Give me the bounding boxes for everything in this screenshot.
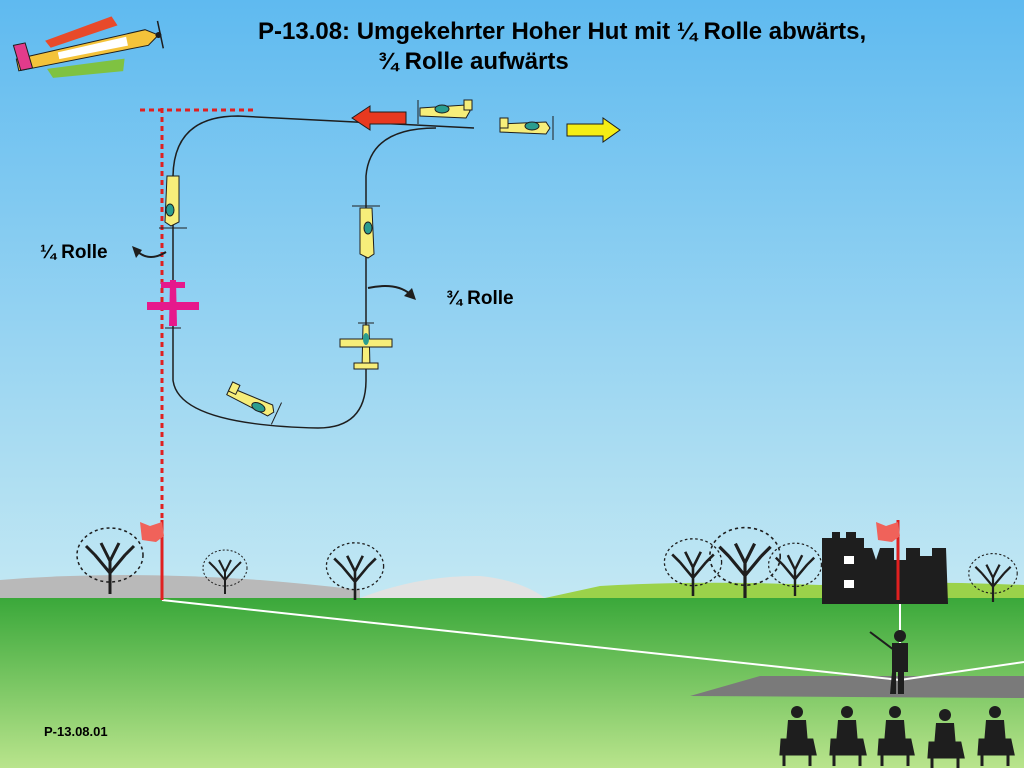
plane-magenta-icon [147,280,199,329]
logo-plane-icon [12,16,165,78]
flag-icon [140,520,164,600]
figure-code: P-13.08.01 [44,724,108,739]
plane-yellow-icon [226,381,282,425]
page-title-line-2: ¾ Rolle aufwärts [378,48,569,75]
flight-path [172,115,475,429]
three-quarter-roll-arrow-icon [367,285,411,295]
flag-icon [876,520,900,600]
plane-yellow-icon [352,205,380,259]
pilot-icon [869,630,908,694]
plane-yellow-icon [339,322,393,370]
quarter-roll-arrow-icon [137,251,167,258]
entry-arrow-icon [351,105,407,131]
page-title-line-1: P-13.08: Umgekehrter Hoher Hut mit ¼ Rol… [258,18,867,45]
runway [690,676,1024,698]
hills [0,575,360,598]
plane-yellow-icon [417,99,473,124]
castle-icon [822,532,948,604]
aerobatic-box-line [140,108,254,520]
plane-yellow-icon [159,175,187,229]
plane-yellow-icon [499,116,554,140]
exit-arrow-icon [566,117,621,143]
quarter-roll-label: ¼ Rolle [40,242,108,263]
three-quarter-roll-label: ¾ Rolle [446,288,514,309]
